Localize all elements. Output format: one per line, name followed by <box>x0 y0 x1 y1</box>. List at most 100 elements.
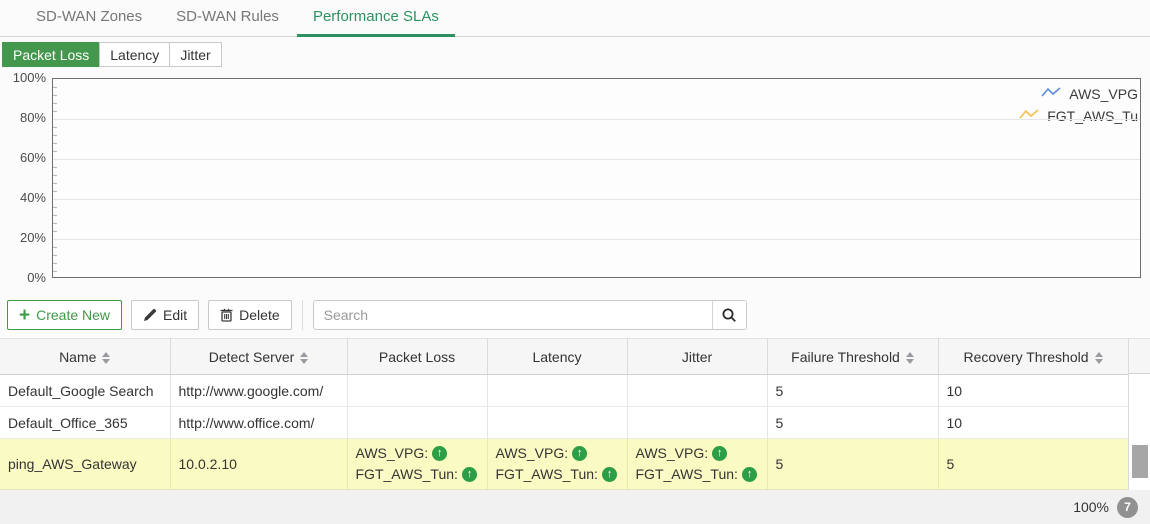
y-tick-label: 20% <box>19 230 46 245</box>
line-series-icon <box>1019 107 1039 124</box>
y-minor-tick <box>53 215 57 216</box>
column-header-failure-threshold[interactable]: Failure Threshold <box>767 338 939 375</box>
sla-member-status: AWS_VPG:↑ <box>636 443 759 464</box>
y-minor-tick <box>53 143 57 144</box>
y-tick-label: 0% <box>27 270 46 285</box>
tab-sd-wan-rules[interactable]: SD-WAN Rules <box>176 8 279 25</box>
y-minor-tick <box>53 255 57 256</box>
sla-table: Name Detect Server Packet Loss Latency Jitte… <box>0 338 1129 490</box>
cell-latency <box>487 374 628 407</box>
search-button[interactable] <box>711 301 746 329</box>
member-label: AWS_VPG: <box>355 445 429 461</box>
column-header-latency: Latency <box>487 338 628 375</box>
cell-failure-threshold: 5 <box>767 438 939 490</box>
toolbar-divider <box>301 300 303 330</box>
gridline <box>53 119 1140 120</box>
subtab-jitter[interactable]: Jitter <box>169 42 222 67</box>
y-minor-tick <box>53 127 57 128</box>
up-arrow-circle-icon: ↑ <box>572 446 588 461</box>
y-minor-tick <box>53 271 57 272</box>
up-arrow-circle-icon: ↑ <box>712 446 728 461</box>
up-arrow-circle-icon: ↑ <box>601 467 617 482</box>
y-minor-tick <box>53 175 57 176</box>
gridline <box>53 159 1140 160</box>
create-new-label: Create New <box>36 307 111 323</box>
cell-packet-loss: AWS_VPG:↑FGT_AWS_Tun:↑ <box>347 438 488 490</box>
legend-item-fgt-aws-tu[interactable]: FGT_AWS_Tu <box>1019 107 1138 124</box>
tab-performance-slas[interactable]: Performance SLAs <box>296 0 455 37</box>
cell-jitter <box>627 406 768 439</box>
gridline <box>53 199 1140 200</box>
column-header-name[interactable]: Name <box>0 338 171 375</box>
subtab-latency[interactable]: Latency <box>99 42 171 67</box>
sla-table-area: Name Detect Server Packet Loss Latency Jitte… <box>0 338 1150 490</box>
y-minor-tick <box>53 87 57 88</box>
sla-member-status: AWS_VPG:↑ <box>356 443 479 464</box>
sort-icon <box>102 351 111 364</box>
cell-failure-threshold: 5 <box>767 374 939 407</box>
cell-recovery-threshold: 5 <box>938 438 1129 490</box>
cell-recovery-threshold: 10 <box>938 374 1129 407</box>
y-tick-label: 40% <box>19 190 46 205</box>
column-header-recovery-threshold[interactable]: Recovery Threshold <box>938 338 1129 375</box>
column-header-label: Packet Loss <box>378 348 456 365</box>
y-minor-tick <box>53 207 57 208</box>
y-minor-tick <box>53 111 57 112</box>
sort-icon <box>300 351 309 364</box>
delete-button[interactable]: Delete <box>208 300 292 330</box>
pencil-icon <box>143 308 157 322</box>
search-box <box>312 300 747 330</box>
cell-packet-loss <box>347 406 488 439</box>
member-label: FGT_AWS_Tun: <box>495 466 598 482</box>
column-header-label: Detect Server <box>208 348 295 365</box>
scrollbar-header-cap <box>1129 338 1150 374</box>
up-arrow-circle-icon: ↑ <box>461 467 477 482</box>
vertical-scrollbar[interactable] <box>1128 338 1150 490</box>
column-header-packet-loss: Packet Loss <box>347 338 488 375</box>
gridline <box>53 239 1140 240</box>
column-header-label: Latency <box>532 348 582 365</box>
table-toolbar: +Create New Edit Delete <box>0 290 1150 338</box>
edit-label: Edit <box>163 307 188 323</box>
status-footer: 100% 7 <box>0 490 1150 524</box>
zoom-level: 100% <box>1073 499 1109 515</box>
sla-member-status: FGT_AWS_Tun:↑ <box>496 464 619 485</box>
cell-detect-server: 10.0.2.10 <box>170 438 348 490</box>
tab-bar: SD-WAN Zones SD-WAN Rules Performance SLAs <box>0 0 1150 37</box>
member-label: FGT_AWS_Tun: <box>355 466 458 482</box>
create-new-button[interactable]: +Create New <box>7 300 123 330</box>
y-minor-tick <box>53 263 57 264</box>
tab-sd-wan-zones[interactable]: SD-WAN Zones <box>36 8 143 25</box>
legend-item-aws-vpg[interactable]: AWS_VPG <box>1041 85 1138 102</box>
member-label: FGT_AWS_Tun: <box>635 466 738 482</box>
y-tick-label: 60% <box>19 150 46 165</box>
y-tick-label: 80% <box>19 110 46 125</box>
scrollbar-thumb[interactable] <box>1132 445 1148 478</box>
y-minor-tick <box>53 191 57 192</box>
column-header-detect-server[interactable]: Detect Server <box>170 338 348 375</box>
cell-name: ping_AWS_Gateway <box>0 438 171 490</box>
subtab-packet-loss[interactable]: Packet Loss <box>2 42 101 67</box>
column-header-label: Failure Threshold <box>791 348 900 365</box>
y-minor-tick <box>53 247 57 248</box>
sla-member-status: FGT_AWS_Tun:↑ <box>356 464 479 485</box>
search-input[interactable] <box>313 301 712 329</box>
column-header-label: Name <box>59 348 97 365</box>
up-arrow-circle-icon: ↑ <box>432 446 448 461</box>
cell-latency: AWS_VPG:↑FGT_AWS_Tun:↑ <box>487 438 628 490</box>
sort-icon <box>1094 351 1103 364</box>
y-minor-tick <box>53 95 57 96</box>
y-minor-tick <box>53 183 57 184</box>
search-icon <box>721 307 737 323</box>
y-minor-tick <box>53 223 57 224</box>
cell-name: Default_Office_365 <box>0 406 171 439</box>
edit-button[interactable]: Edit <box>131 300 200 330</box>
column-header-label: Jitter <box>681 348 713 365</box>
cell-failure-threshold: 5 <box>767 406 939 439</box>
